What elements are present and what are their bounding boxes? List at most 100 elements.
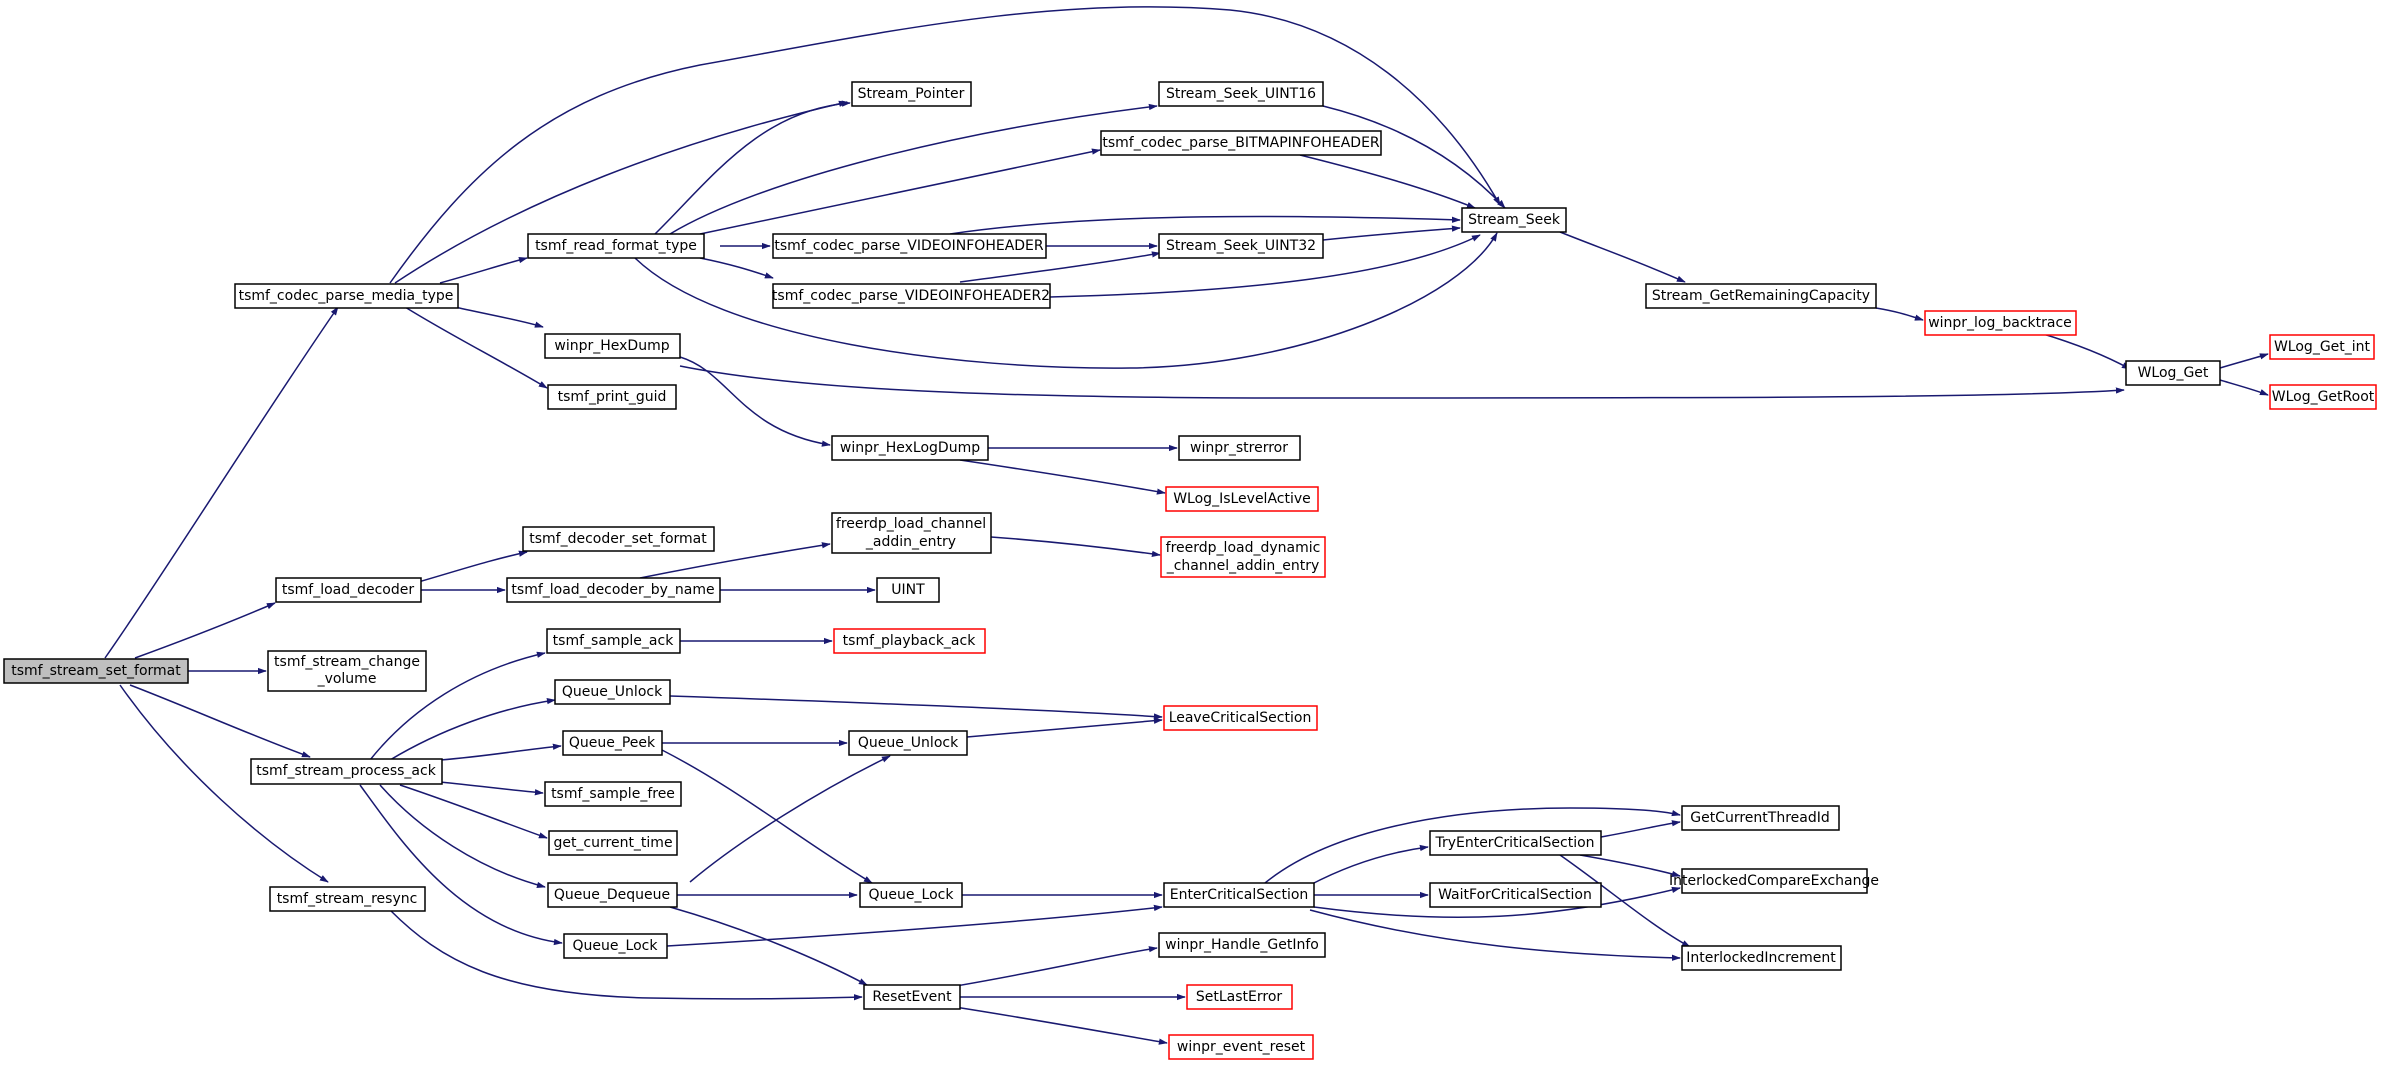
node-stream-seek-uint16[interactable]: Stream_Seek_UINT16: [1158, 81, 1324, 107]
svg-text:winpr_HexDump: winpr_HexDump: [554, 338, 669, 354]
edge-read-format-to-stream-pointer: [654, 100, 851, 235]
node-tsmf-stream-resync[interactable]: tsmf_stream_resync: [269, 886, 426, 912]
edge-log-backtrace-to-wlog-get: [2039, 332, 2131, 370]
edge-stream-seek-to-remaining: [1559, 231, 1686, 283]
node-tsmf-read-format-type[interactable]: tsmf_read_format_type: [527, 233, 705, 259]
svg-text:tsmf_decoder_set_format: tsmf_decoder_set_format: [529, 531, 707, 547]
node-waitforcriticalsection[interactable]: WaitForCriticalSection: [1429, 882, 1602, 908]
node-setlasterror[interactable]: SetLastError: [1186, 984, 1293, 1010]
node-tsmf-stream-process-ack[interactable]: tsmf_stream_process_ack: [250, 758, 443, 785]
edge-remaining-to-log-backtrace: [1875, 307, 1924, 321]
node-tsmf-load-decoder[interactable]: tsmf_load_decoder: [275, 577, 422, 603]
svg-text:Queue_Dequeue: Queue_Dequeue: [554, 887, 670, 903]
edge-hexdump-to-hexlogdump: [679, 356, 831, 447]
node-stream-pointer[interactable]: Stream_Pointer: [851, 81, 972, 107]
edge-media-type-to-print-guid: [404, 306, 548, 389]
edge-hexdump-to-wlog-get: [679, 365, 2125, 399]
node-leavecriticalsection[interactable]: LeaveCriticalSection: [1163, 705, 1318, 731]
edge-channel-entry-to-dynamic-entry: [990, 536, 1161, 557]
svg-text:ResetEvent: ResetEvent: [872, 989, 952, 1005]
edge-load-decoder-to-set-format: [414, 550, 528, 584]
node-getcurrentthreadid[interactable]: GetCurrentThreadId: [1681, 805, 1840, 831]
node-winpr-log-backtrace[interactable]: winpr_log_backtrace: [1924, 310, 2077, 336]
node-wlog-islevelactive[interactable]: WLog_IsLevelActive: [1165, 486, 1319, 512]
svg-text:Queue_Unlock: Queue_Unlock: [858, 735, 959, 751]
svg-text:tsmf_codec_parse_VIDEOINFOHEAD: tsmf_codec_parse_VIDEOINFOHEADER2: [772, 288, 1050, 304]
node-tsmf-stream-set-format[interactable]: tsmf_stream_set_format: [3, 658, 189, 684]
svg-text:InterlockedIncrement: InterlockedIncrement: [1686, 950, 1836, 966]
svg-text:tsmf_stream_process_ack: tsmf_stream_process_ack: [256, 763, 436, 779]
node-tsmf-stream-change-volume[interactable]: tsmf_stream_change _volume: [267, 650, 427, 692]
node-winpr-handle-getinfo[interactable]: winpr_Handle_GetInfo: [1158, 932, 1326, 958]
edge-set-format-to-process-ack: [129, 684, 311, 758]
node-stream-seek-uint32[interactable]: Stream_Seek_UINT32: [1158, 233, 1324, 259]
node-tsmf-sample-ack[interactable]: tsmf_sample_ack: [546, 628, 681, 654]
node-interlockedcompareexchange[interactable]: InterlockedCompareExchange: [1669, 868, 1879, 894]
svg-text:freerdp_load_channel: freerdp_load_channel: [836, 516, 986, 532]
svg-text:_addin_entry: _addin_entry: [865, 534, 956, 550]
edge-queue-lock-to-enter-cs: [666, 904, 1163, 947]
svg-text:freerdp_load_dynamic: freerdp_load_dynamic: [1166, 540, 1321, 556]
edge-process-ack-to-queue-unlock: [389, 698, 556, 761]
node-tsmf-playback-ack[interactable]: tsmf_playback_ack: [833, 628, 986, 654]
edge-videoinfoheader2-to-stream-seek: [1049, 234, 1481, 298]
svg-text:tsmf_load_decoder: tsmf_load_decoder: [282, 582, 415, 598]
edge-media-type-to-hexdump: [454, 306, 544, 328]
node-wlog-getroot[interactable]: WLog_GetRoot: [2269, 384, 2377, 410]
node-freerdp-load-channel-addin-entry[interactable]: freerdp_load_channel _addin_entry: [831, 512, 992, 554]
edge-try-enter-to-increment: [1559, 854, 1691, 948]
edge-wlog-get-to-get-int: [2219, 353, 2269, 369]
node-queue-peek[interactable]: Queue_Peek: [562, 730, 663, 756]
svg-text:tsmf_codec_parse_VIDEOINFOHEAD: tsmf_codec_parse_VIDEOINFOHEADER: [774, 238, 1044, 254]
edge-enter-cs-to-increment: [1309, 909, 1681, 961]
edge-try-enter-to-compare-exchange: [1579, 854, 1681, 877]
node-tsmf-codec-parse-media-type[interactable]: tsmf_codec_parse_media_type: [234, 283, 459, 309]
svg-text:tsmf_sample_ack: tsmf_sample_ack: [553, 633, 675, 649]
node-stream-seek[interactable]: Stream_Seek: [1461, 207, 1567, 233]
node-uint[interactable]: UINT: [876, 577, 940, 603]
node-tsmf-sample-free[interactable]: tsmf_sample_free: [544, 781, 682, 807]
node-queue-dequeue[interactable]: Queue_Dequeue: [547, 882, 678, 908]
edge-enter-cs-to-thread-id: [1264, 807, 1681, 884]
node-winpr-event-reset[interactable]: winpr_event_reset: [1168, 1034, 1314, 1060]
node-wlog-get-int[interactable]: WLog_Get_int: [2269, 334, 2375, 360]
edge-media-type-to-read-format-type: [439, 256, 528, 284]
svg-text:WLog_GetRoot: WLog_GetRoot: [2272, 389, 2375, 405]
svg-text:Stream_GetRemainingCapacity: Stream_GetRemainingCapacity: [1652, 288, 1870, 304]
edge-resync-to-resetevent: [389, 909, 863, 1001]
svg-text:Stream_Seek_UINT32: Stream_Seek_UINT32: [1166, 238, 1316, 254]
node-winpr-hexdump[interactable]: winpr_HexDump: [544, 333, 681, 359]
node-resetevent[interactable]: ResetEvent: [863, 984, 961, 1010]
node-winpr-hexlogdump[interactable]: winpr_HexLogDump: [831, 435, 989, 461]
svg-text:Queue_Unlock: Queue_Unlock: [562, 684, 663, 700]
node-tsmf-decoder-set-format[interactable]: tsmf_decoder_set_format: [522, 526, 715, 552]
node-tryentercriticalsection[interactable]: TryEnterCriticalSection: [1429, 830, 1602, 856]
node-tsmf-load-decoder-by-name[interactable]: tsmf_load_decoder_by_name: [506, 577, 721, 603]
edge-try-enter-to-thread-id: [1600, 820, 1681, 838]
node-wlog-get[interactable]: WLog_Get: [2125, 360, 2221, 386]
svg-text:WLog_Get: WLog_Get: [2138, 365, 2209, 381]
node-queue-lock-2[interactable]: Queue_Lock: [859, 882, 963, 908]
svg-text:UINT: UINT: [891, 582, 925, 598]
edge-read-format-to-bitmapinfoheader: [699, 148, 1101, 235]
node-winpr-strerror[interactable]: winpr_strerror: [1178, 435, 1301, 461]
svg-text:get_current_time: get_current_time: [553, 835, 672, 851]
node-entercriticalsection[interactable]: EnterCriticalSection: [1163, 882, 1315, 908]
svg-text:Queue_Peek: Queue_Peek: [569, 735, 656, 751]
node-tsmf-codec-parse-videoinfoheader[interactable]: tsmf_codec_parse_VIDEOINFOHEADER: [772, 233, 1047, 259]
node-queue-unlock-2[interactable]: Queue_Unlock: [848, 730, 968, 756]
node-get-current-time[interactable]: get_current_time: [548, 830, 678, 856]
node-tsmf-codec-parse-videoinfoheader2[interactable]: tsmf_codec_parse_VIDEOINFOHEADER2: [772, 283, 1051, 309]
node-freerdp-load-dynamic-channel-addin-entry[interactable]: freerdp_load_dynamic _channel_addin_entr…: [1160, 536, 1326, 578]
node-tsmf-codec-parse-bitmapinfoheader[interactable]: tsmf_codec_parse_BITMAPINFOHEADER: [1100, 130, 1382, 156]
edge-videoinfoheader-to-stream-seek: [949, 215, 1461, 235]
node-queue-lock[interactable]: Queue_Lock: [563, 933, 668, 959]
edge-hexlogdump-to-islevelactive: [959, 459, 1166, 495]
edge-wlog-get-to-getroot: [2219, 379, 2269, 396]
edge-read-format-to-seek-uint16: [669, 103, 1158, 235]
edge-queue-unlock-b-to-leave-cs: [966, 717, 1163, 738]
node-queue-unlock[interactable]: Queue_Unlock: [554, 679, 671, 705]
node-tsmf-print-guid[interactable]: tsmf_print_guid: [547, 384, 677, 410]
node-stream-getremainingcapacity[interactable]: Stream_GetRemainingCapacity: [1645, 283, 1877, 309]
node-interlockedincrement[interactable]: InterlockedIncrement: [1681, 945, 1842, 971]
